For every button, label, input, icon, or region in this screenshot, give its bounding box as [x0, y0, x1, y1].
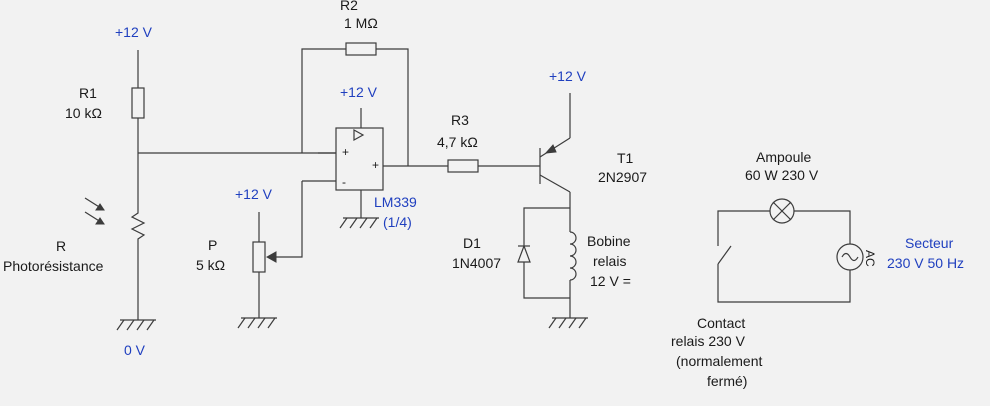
relay-contact [717, 245, 732, 265]
transistor-part: 2N2907 [598, 169, 647, 185]
diode-ref: D1 [463, 235, 481, 251]
comparator-minus-pin: - [342, 175, 346, 189]
feedback-resistor-r2 [301, 42, 409, 166]
resistor-r3 [408, 159, 540, 173]
ground-symbol-coil [548, 317, 588, 329]
comparator-output-pin: + [372, 158, 379, 172]
contact-label-4: fermé) [707, 373, 747, 389]
potentiometer-p [252, 181, 303, 318]
r1-value: 10 kΩ [65, 105, 102, 121]
contact-label-2: relais 230 V [671, 333, 746, 349]
mains-loop [717, 210, 851, 303]
pot-ref: P [208, 237, 217, 253]
ground-label: 0 V [124, 342, 146, 358]
comparator-lm339 [302, 108, 408, 218]
diode-d1 [517, 207, 570, 299]
r3-value: 4,7 kΩ [437, 134, 478, 150]
coil-label-1: Bobine [587, 233, 631, 249]
ground-symbol-left [116, 319, 156, 331]
diode-part: 1N4007 [452, 255, 501, 271]
contact-label-3: (normalement [676, 353, 762, 369]
ac-tag: AC [863, 250, 877, 267]
photoresistor-label: Photorésistance [3, 258, 104, 274]
pot-supply: +12 V [235, 186, 273, 202]
contact-label-1: Contact [697, 315, 745, 331]
mains-label-2: 230 V 50 Hz [887, 255, 964, 271]
r1-ref: R1 [79, 85, 97, 101]
transistor-ref: T1 [617, 150, 634, 166]
photoresistor [84, 197, 146, 320]
comparator-supply: +12 V [340, 84, 378, 100]
mains-label-1: Secteur [905, 235, 954, 251]
ac-source-symbol [836, 243, 864, 271]
comparator-part: LM339 [374, 194, 417, 210]
transistor-t1 [539, 93, 571, 208]
photoresistor-ref: R [56, 238, 66, 254]
supply-label-left: +12 V [115, 24, 153, 40]
comparator-plus-pin: + [342, 145, 349, 159]
ground-symbol-pot [237, 317, 277, 329]
relay-coil [569, 208, 577, 318]
coil-label-2: relais [593, 253, 626, 269]
lamp-symbol [769, 198, 795, 224]
r2-ref: R2 [340, 0, 358, 13]
resistor-r1 [131, 87, 145, 208]
lamp-label-1: Ampoule [756, 149, 811, 165]
comparator-fraction: (1/4) [383, 214, 412, 230]
ground-symbol-comparator [339, 217, 379, 229]
lamp-label-2: 60 W 230 V [745, 167, 819, 183]
coil-label-3: 12 V = [590, 273, 631, 289]
pot-value: 5 kΩ [196, 257, 225, 273]
r3-ref: R3 [451, 112, 469, 128]
r2-value: 1 MΩ [344, 15, 378, 31]
transistor-supply: +12 V [549, 68, 587, 84]
